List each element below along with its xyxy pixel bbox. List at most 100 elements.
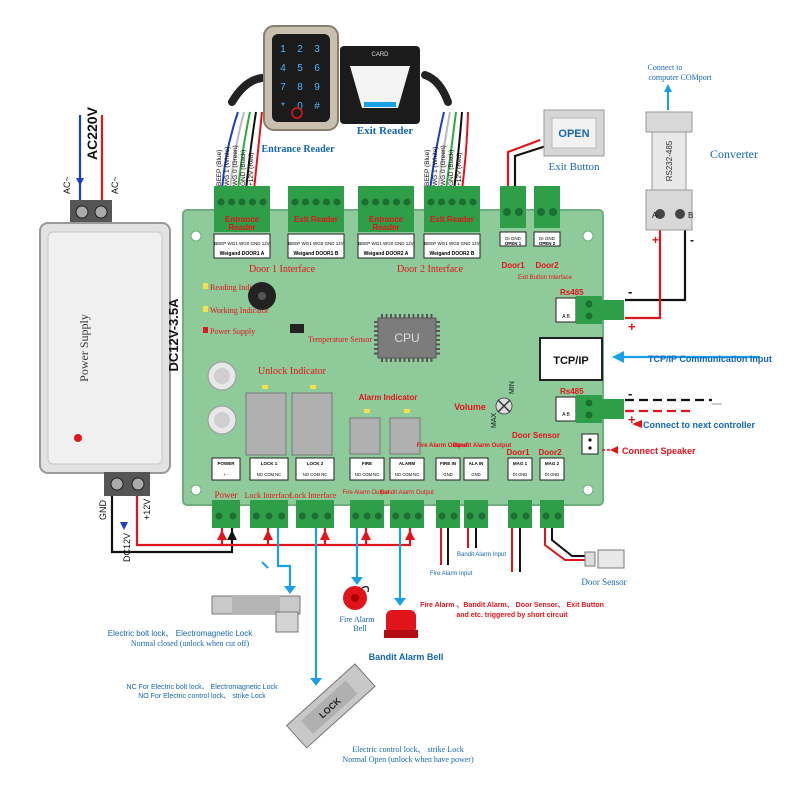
screw — [324, 512, 332, 520]
cpu-chip — [377, 317, 437, 359]
nc-note-2: NO For Electric control lock、 strike Loc… — [138, 693, 266, 700]
screw — [466, 512, 474, 520]
psu-label: Power Supply — [77, 314, 91, 382]
wire-label: WG 0 (Green) — [232, 145, 239, 186]
keypad-key: 9 — [314, 82, 320, 93]
unlock-led-2 — [310, 385, 316, 389]
alarm-relay — [389, 417, 421, 455]
screw — [522, 512, 530, 520]
bottom-terminal-label: ALA IN — [469, 461, 484, 466]
wire-blue-lock1 — [276, 528, 292, 590]
door1-bottom-label: Door1 — [506, 448, 530, 457]
keypad-key: 0 — [297, 101, 303, 112]
bandit-alarm-bell-icon — [386, 610, 416, 634]
screw — [333, 198, 341, 206]
bottom-terminal-label: LOCK 1 — [261, 461, 278, 466]
tcpip-port[interactable] — [539, 337, 603, 381]
ac-screw-left — [75, 205, 89, 219]
reading-led — [203, 283, 208, 289]
ac-label-left: AC~ — [62, 176, 72, 194]
bottom-terminal-plate — [349, 457, 385, 481]
keypad-key: * — [281, 101, 285, 112]
black-arrow-icon — [227, 530, 237, 540]
bottom-terminal-block — [508, 500, 532, 516]
power-supply-face — [47, 231, 163, 465]
mount-hole — [582, 484, 594, 496]
red-arrow-icon — [320, 530, 330, 540]
bottom-terminal-pins: DI GND — [513, 472, 528, 477]
door1-interface: Door 1 Interface — [249, 264, 316, 275]
cpu-pin — [374, 348, 378, 350]
screw — [585, 312, 593, 320]
alarm-led-2 — [404, 409, 410, 413]
psu-rating: DC12V-3.5A — [166, 298, 181, 372]
wire-mag2-black — [551, 528, 585, 557]
exit-reader-cable — [429, 111, 469, 191]
cpu-pin — [403, 314, 406, 318]
door-sensor-part-b — [597, 549, 625, 569]
screw — [291, 198, 299, 206]
bottom-terminal-pins: + - — [223, 472, 229, 477]
screw — [265, 512, 273, 520]
exit-button-caption: Exit Button — [548, 161, 600, 173]
converter-plus: + — [652, 233, 659, 247]
screw — [542, 512, 550, 520]
bottom-terminal-plate — [435, 457, 461, 481]
keypad-key: 2 — [297, 44, 303, 55]
cpu-pin — [436, 325, 440, 328]
exit-reader-caption: Exit Reader — [357, 125, 414, 137]
screw — [403, 512, 411, 520]
rs485-pins-top: A B — [562, 314, 570, 320]
ac220v-label: AC220V — [84, 106, 100, 160]
screw — [537, 208, 545, 216]
connect-next-controller: Connect to next controller — [643, 420, 756, 430]
bottom-terminal-label: LOCK 2 — [307, 461, 324, 466]
door-sensor-caption: Door Sensor — [581, 577, 626, 587]
lock1-relay — [245, 392, 287, 456]
rs485-terminal-top — [576, 296, 602, 324]
temperature-sensor: Temperature Sensor — [308, 335, 372, 344]
speaker-port[interactable] — [581, 433, 599, 455]
psu-led — [74, 434, 82, 442]
lower-annotations: Bandit Alarm Input Fire Alarm Input Door… — [108, 549, 627, 764]
cpu-pin — [399, 358, 401, 362]
wire-label: BEEP (Blue) — [424, 150, 431, 186]
temperature-sensor-chip — [290, 324, 304, 333]
lock-interface-2: Lock Interface — [290, 491, 337, 500]
terminal-plate — [357, 233, 415, 259]
bottom-terminal-connector — [350, 516, 384, 528]
red-arrow-icon — [361, 530, 371, 540]
keypad-key: 7 — [280, 82, 286, 93]
screw — [403, 198, 411, 206]
terminal-plate — [287, 233, 345, 259]
wiegand-label: Weigand DOOR1 A — [220, 251, 265, 257]
bottom-terminal-label: MAG 2 — [545, 461, 560, 466]
open2-pins: DI GND — [539, 236, 556, 241]
bottom-terminal-label: FIRE — [362, 461, 372, 466]
alarm-led-1 — [364, 409, 370, 413]
screw — [312, 198, 320, 206]
mount-hole — [190, 484, 202, 496]
mount-hole — [190, 230, 202, 242]
bottom-terminal-label: ALARM — [399, 461, 415, 466]
tcpip-arrow-icon — [612, 351, 624, 363]
buzzer-center — [258, 292, 266, 300]
terminal-connector — [214, 186, 270, 198]
converter-pin-b: B — [688, 211, 693, 220]
cpu-pin — [381, 358, 383, 362]
bottom-terminal-block — [296, 500, 334, 516]
bottom-terminal-connector — [296, 516, 334, 528]
wiring — [110, 71, 712, 680]
red-arrow-icon — [405, 530, 415, 540]
bottom-terminal-block — [390, 500, 424, 516]
cpu-pin — [436, 339, 440, 341]
terminal-label-line: Reader — [372, 223, 399, 232]
exit-reader-led — [364, 102, 396, 107]
speaker-arrow-icon — [610, 446, 618, 454]
door2-bottom-label: Door2 — [538, 448, 562, 457]
rs485-port-top: Rs485 A B — [555, 288, 624, 324]
open2-connector — [534, 186, 560, 198]
